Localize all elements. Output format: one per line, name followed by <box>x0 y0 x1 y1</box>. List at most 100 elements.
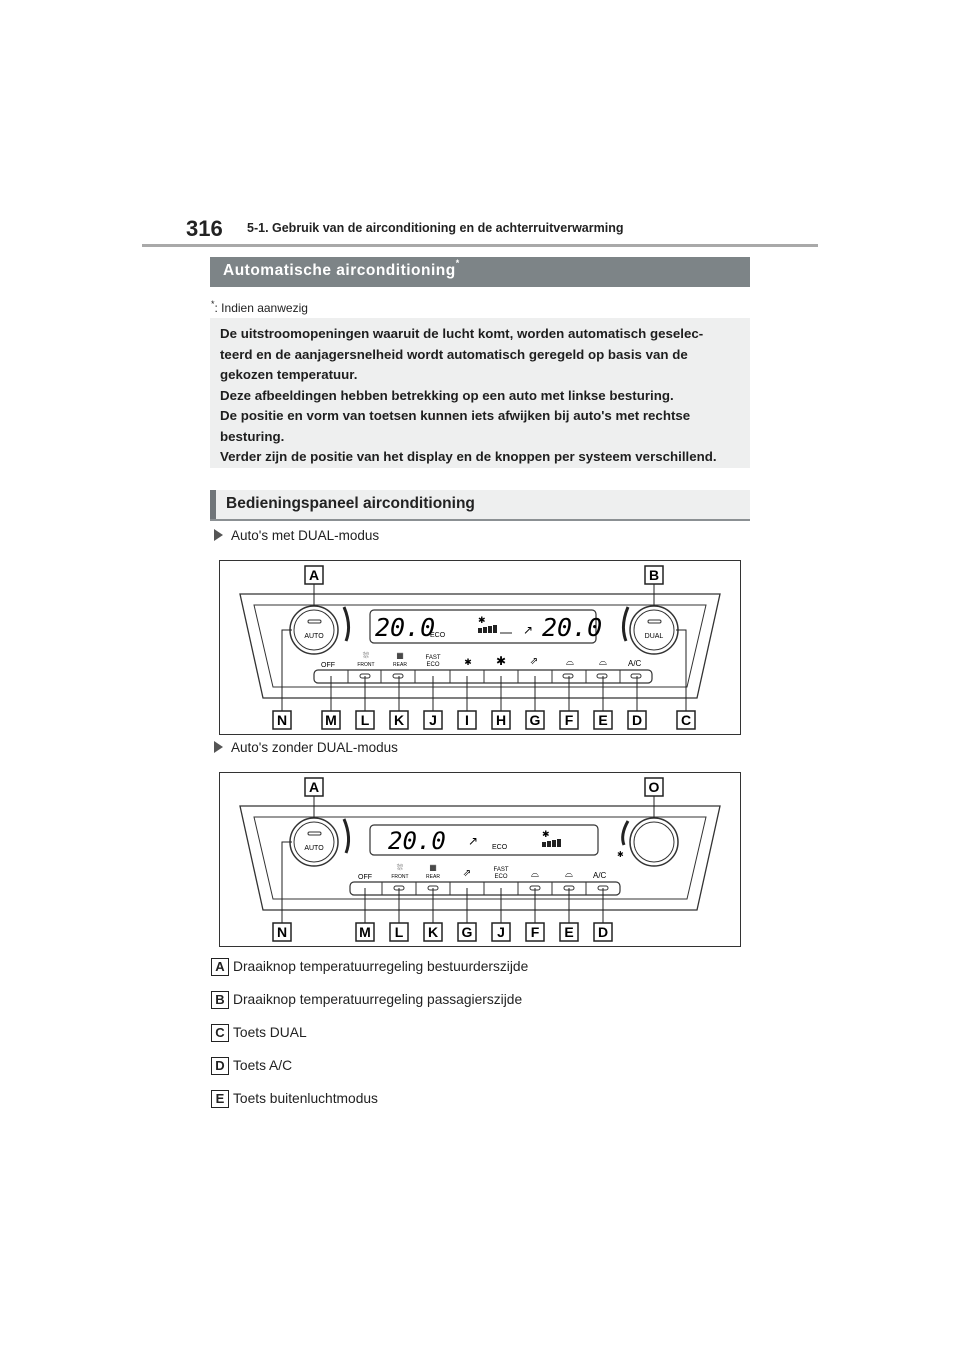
figure-dual-panel: 20.0 ECO ✱ ↗ 20.0 AUTO DUAL OFF ⛆ FRONT … <box>219 560 741 735</box>
intro-line: gekozen temperatuur. <box>220 367 358 382</box>
variant-nodual-heading: Auto's zonder DUAL-modus <box>214 740 398 755</box>
callout-N: N <box>277 712 287 728</box>
panel-inner-outline <box>253 604 707 688</box>
section-title: Automatische airconditioning <box>223 262 456 279</box>
callout-C: C <box>681 712 691 728</box>
btn-off-label: OFF <box>358 874 372 881</box>
btn-fast-eco-label: ECO <box>494 874 507 880</box>
btn-ac-label: A/C <box>593 871 607 880</box>
knob-driver <box>289 605 339 655</box>
btn-fast-label: FAST <box>425 655 440 661</box>
variant-dual-heading: Auto's met DUAL-modus <box>214 528 379 543</box>
panel-inner-outline <box>253 816 707 900</box>
knob-temp <box>289 817 339 867</box>
display-frame <box>369 609 597 644</box>
callout-E: E <box>598 712 607 728</box>
callout-N: N <box>277 924 287 940</box>
callout-O: O <box>649 779 660 795</box>
section-title-bar: Automatische airconditioning* <box>210 257 750 287</box>
display-airflow-icon: ↗ <box>468 834 478 848</box>
intro-line: De uitstroomopeningen waaruit de lucht k… <box>220 326 704 341</box>
recirc-icon: ⌓ <box>531 869 539 880</box>
legend-text: Draaiknop temperatuurregeling passagiers… <box>233 992 523 1007</box>
knob-passenger <box>629 605 679 655</box>
outside-air-icon: ⌓ <box>565 869 573 880</box>
callout-M: M <box>325 712 337 728</box>
btn-fast-eco-label: ECO <box>426 662 439 668</box>
intro-box: De uitstroomopeningen waaruit de lucht k… <box>210 318 750 468</box>
left-arc-icon <box>342 606 351 642</box>
subsection-title: Bedieningspaneel airconditioning <box>226 495 475 512</box>
knob-fan-icon: ✱ <box>617 850 624 859</box>
callout-J: J <box>429 712 437 728</box>
temp-single: 20.0 <box>388 827 446 855</box>
panel-outline <box>239 805 721 911</box>
legend-text: Draaiknop temperatuurregeling bestuurder… <box>233 959 529 974</box>
footnote: *: Indien aanwezig <box>211 299 308 315</box>
display-fan-icon: ✱ <box>478 615 486 625</box>
legend-key: D <box>211 1057 229 1075</box>
footnote-text: : Indien aanwezig <box>214 301 308 315</box>
triangle-bullet-icon <box>214 529 223 541</box>
display-frame <box>369 824 599 856</box>
callout-K: K <box>428 924 438 940</box>
callout-B: B <box>649 567 659 583</box>
btn-fast-label: FAST <box>493 867 508 873</box>
display-airflow-icon: ↗ <box>523 623 533 637</box>
btn-rear-label: REAR <box>393 662 407 668</box>
callout-F: F <box>565 712 574 728</box>
left-arc-icon <box>342 818 351 854</box>
intro-line: besturing. <box>220 428 285 444</box>
callout-M: M <box>359 924 371 940</box>
callout-G: G <box>462 924 473 940</box>
callout-D: D <box>632 712 642 728</box>
callout-L: L <box>395 924 404 940</box>
header-rule <box>142 244 818 247</box>
defrost-front-icon: ⛆ <box>363 651 370 660</box>
callout-D: D <box>598 924 608 940</box>
display-fan-icon: ✱ <box>542 829 550 839</box>
display-eco: ECO <box>430 632 446 639</box>
triangle-bullet-icon <box>214 741 223 753</box>
display-eco: ECO <box>492 844 508 851</box>
recirc-icon: ⌓ <box>566 657 574 668</box>
page-number: 316 <box>186 216 223 241</box>
intro-line: Deze afbeeldingen hebben betrekking op e… <box>220 387 674 403</box>
knob-auto-label: AUTO <box>304 845 324 852</box>
airflow-mode-icon: ⇗ <box>463 868 471 879</box>
fan-level-bars <box>478 625 512 634</box>
legend-key: A <box>211 958 229 976</box>
knob-auto-label: AUTO <box>304 633 324 640</box>
callout-L: L <box>361 712 370 728</box>
knob-dual-label: DUAL <box>645 633 664 640</box>
leader-lines <box>281 794 655 924</box>
intro-line: teerd en de aanjagersnelheid wordt autom… <box>220 346 688 362</box>
variant-nodual-label: Auto's zonder DUAL-modus <box>231 740 398 755</box>
callout-J: J <box>497 924 505 940</box>
knob-fan <box>629 817 679 867</box>
temp-right: 20.0 <box>542 613 602 642</box>
section-title-marker: * <box>455 258 460 268</box>
fan-low-icon: ✱ <box>464 657 472 667</box>
subsection-accent <box>210 490 216 519</box>
intro-line: De positie en vorm van toetsen kunnen ie… <box>220 408 691 423</box>
variant-dual-label: Auto's met DUAL-modus <box>231 528 380 543</box>
airflow-mode-icon: ⇗ <box>530 656 538 667</box>
btn-front-label: FRONT <box>357 662 374 668</box>
callout-I: I <box>465 712 469 728</box>
btn-off-label: OFF <box>321 662 335 669</box>
outside-air-icon: ⌓ <box>599 657 607 668</box>
btn-ac-label: A/C <box>628 659 642 668</box>
btn-front-label: FRONT <box>391 874 408 880</box>
legend-text: Toets buitenluchtmodus <box>233 1091 378 1106</box>
legend-key: C <box>211 1024 229 1042</box>
fan-level-bars <box>542 839 561 847</box>
temp-left: 20.0 <box>375 613 435 642</box>
defrost-rear-icon: ▦ <box>429 863 437 872</box>
chapter-title: 5-1. Gebruik van de airconditioning en d… <box>247 221 624 235</box>
fan-high-icon: ✱ <box>496 654 506 668</box>
defrost-rear-icon: ▦ <box>396 651 404 660</box>
legend-key: B <box>211 991 229 1009</box>
legend-text: Toets A/C <box>233 1058 293 1073</box>
intro-line: Verder zijn de positie van het display e… <box>220 449 717 464</box>
